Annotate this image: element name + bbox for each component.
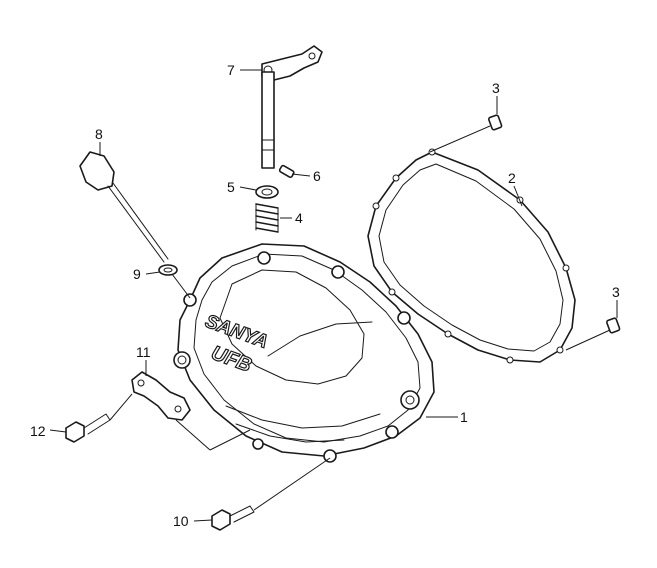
callout-1: 1 bbox=[460, 409, 468, 425]
leader-lines bbox=[49, 69, 618, 522]
dowel-pin-right-part bbox=[606, 317, 621, 334]
callout-labels: 1 2 3 3 4 5 6 7 8 9 10 11 12 bbox=[30, 62, 620, 529]
callout-6: 6 bbox=[313, 168, 321, 184]
callout-11: 11 bbox=[136, 344, 151, 360]
clutch-lifter-shaft-part bbox=[261, 45, 323, 169]
bolt-12-part bbox=[65, 413, 111, 443]
callout-3-upper: 3 bbox=[492, 80, 500, 96]
cable-bracket-part bbox=[131, 371, 191, 421]
callout-5: 5 bbox=[227, 179, 235, 195]
callout-12: 12 bbox=[30, 423, 46, 439]
callout-10: 10 bbox=[173, 513, 189, 529]
oil-dipstick-part bbox=[79, 151, 169, 263]
o-ring-part bbox=[158, 264, 178, 276]
callout-7: 7 bbox=[227, 62, 235, 78]
return-spring-part bbox=[255, 203, 279, 233]
pin-part bbox=[278, 164, 295, 179]
bolt-10-part bbox=[211, 505, 255, 531]
callout-3-right: 3 bbox=[612, 284, 620, 300]
dowel-pin-upper-part bbox=[488, 114, 503, 131]
clutch-cover-part: SANYA UFB bbox=[173, 243, 435, 463]
callout-8: 8 bbox=[95, 126, 103, 142]
oil-seal-part bbox=[255, 185, 279, 199]
callout-9: 9 bbox=[133, 266, 141, 282]
callout-4: 4 bbox=[295, 210, 303, 226]
callout-2: 2 bbox=[508, 170, 516, 186]
